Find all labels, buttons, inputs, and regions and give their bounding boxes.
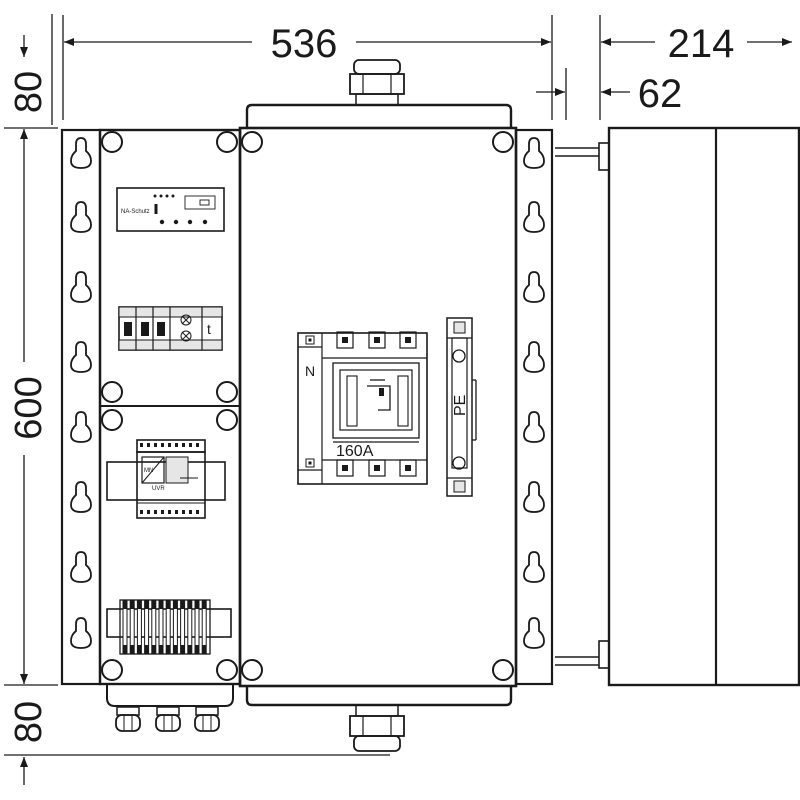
corner-screws xyxy=(101,131,514,681)
rail-slot xyxy=(70,201,92,233)
small-gland xyxy=(156,706,180,716)
psu-mn-label: MN xyxy=(144,468,153,474)
pe-label: PE xyxy=(452,395,469,416)
dim-height-600: 600 xyxy=(8,376,50,439)
psu-uvr-label: UVR xyxy=(152,486,165,492)
main-switch-disconnector: N 160A xyxy=(297,332,428,485)
rail-slot xyxy=(70,341,92,373)
rail-slot xyxy=(523,201,545,233)
dim-flange-62: 62 xyxy=(638,72,683,116)
screw xyxy=(216,659,238,681)
pe-busbar: PE xyxy=(446,317,477,497)
small-gland xyxy=(195,706,219,716)
neutral-label: N xyxy=(305,363,315,379)
pole-terminal xyxy=(399,459,417,477)
dimension-labels: 536 214 62 80 600 80 xyxy=(8,22,734,743)
rail-slot xyxy=(523,411,545,443)
rail-slot xyxy=(523,137,545,169)
screw xyxy=(101,409,123,431)
screw xyxy=(101,131,123,153)
rail-slot xyxy=(70,271,92,303)
pole-terminal xyxy=(336,459,354,477)
rail-slot xyxy=(70,617,92,649)
rail-slot xyxy=(523,617,545,649)
dim-width-536: 536 xyxy=(271,22,338,66)
screw xyxy=(216,409,238,431)
dimension-lines xyxy=(4,14,792,785)
rail-slot xyxy=(523,481,545,513)
rail-slot xyxy=(523,341,545,373)
switch-terminals xyxy=(305,331,417,477)
dim-top-80: 80 xyxy=(8,71,50,113)
screw xyxy=(216,381,238,403)
auxiliary-cable-glands xyxy=(106,684,234,732)
dim-bottom-80: 80 xyxy=(8,701,50,743)
na-schutz-label: NA-Schutz xyxy=(121,209,150,215)
screw xyxy=(492,131,514,153)
small-gland xyxy=(116,706,140,716)
left-mounting-rail xyxy=(60,128,102,686)
rail-slots xyxy=(70,137,545,649)
screw xyxy=(216,131,238,153)
pole-terminal xyxy=(368,331,386,349)
screw xyxy=(101,659,123,681)
side-view xyxy=(555,126,800,687)
main-enclosure xyxy=(238,103,518,707)
screw xyxy=(241,659,263,681)
pole-terminal xyxy=(368,459,386,477)
screw xyxy=(101,381,123,403)
n-terminal xyxy=(305,458,315,468)
rail-slot xyxy=(70,551,92,583)
terminal-blocks xyxy=(122,599,207,655)
na-schutz-relay: NA-Schutz xyxy=(116,187,225,232)
bottom-cable-gland xyxy=(349,704,405,752)
breaker-timer-block: t xyxy=(118,306,223,351)
rail-slot xyxy=(70,137,92,169)
rating-label: 160A xyxy=(336,443,374,460)
top-cable-gland xyxy=(349,59,405,106)
dim-depth-214: 214 xyxy=(668,22,735,66)
rail-slot xyxy=(523,271,545,303)
n-terminal xyxy=(305,335,315,345)
screw xyxy=(241,131,263,153)
right-mounting-rail xyxy=(514,128,554,686)
pole-terminal xyxy=(336,331,354,349)
timer-label: t xyxy=(207,321,211,337)
psu-terminal-pins xyxy=(140,443,199,514)
rail-slot xyxy=(70,411,92,443)
uvr-power-supply: MN UVR xyxy=(106,439,226,519)
rail-slot xyxy=(523,551,545,583)
screw xyxy=(492,659,514,681)
pole-terminal xyxy=(399,331,417,349)
rail-slot xyxy=(70,481,92,513)
